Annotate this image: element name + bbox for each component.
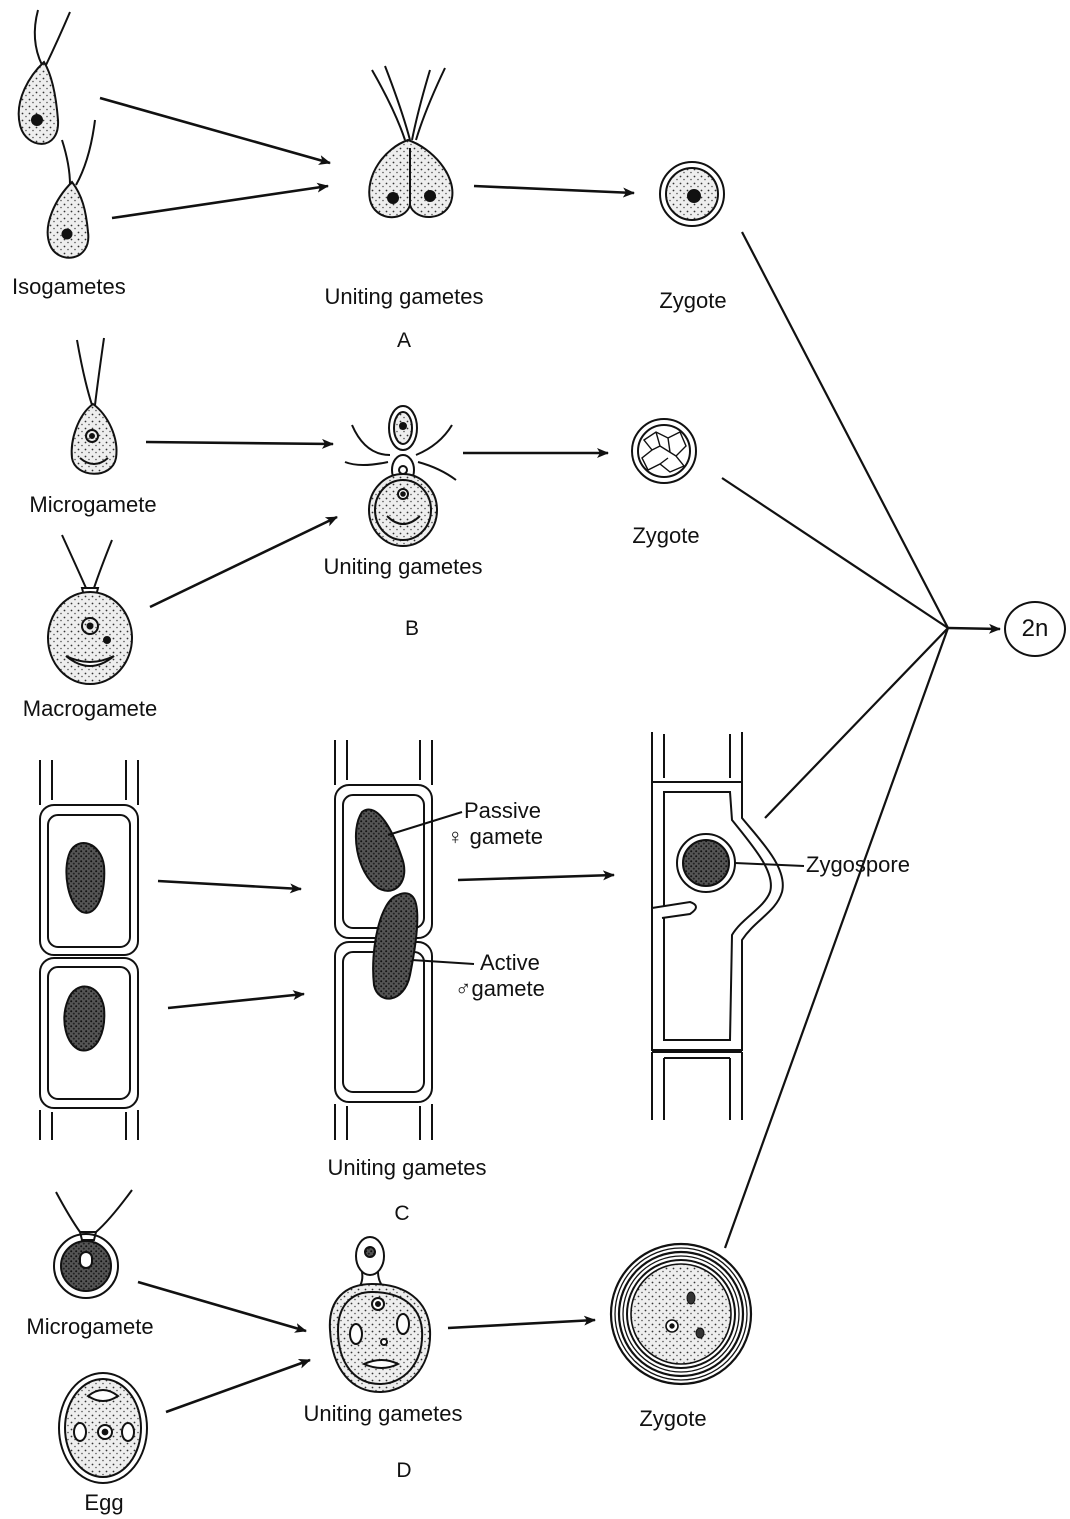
zygote-d [611,1244,751,1384]
diploid-result: 2n [1004,601,1066,657]
arrow-a2 [112,186,328,218]
egg-d [59,1373,147,1483]
label-zygote-a: Zygote [659,290,726,312]
label-zygote-d: Zygote [639,1408,706,1430]
arrow-d2 [166,1360,310,1412]
filament-conjugating [335,740,474,1140]
panel-letter-d: D [396,1460,411,1481]
label-isogametes: Isogametes [12,276,126,298]
label-microgamete-b: Microgamete [29,494,156,516]
label-macrogamete-b: Macrogamete [23,698,158,720]
arrow-a1 [100,98,330,163]
macrogamete-b [48,535,132,684]
label-uniting-gametes-d: Uniting gametes [304,1403,463,1425]
filament-zygospore [652,732,804,1120]
line-b-to-2n [722,478,948,628]
filament-left [40,760,138,1140]
panel-letter-b: B [405,618,419,639]
label-zygote-b: Zygote [632,525,699,547]
label-uniting-gametes-a: Uniting gametes [325,286,484,308]
zygote-a [660,162,724,226]
label-zygospore: Zygospore [806,854,910,876]
arrow-d3 [448,1320,595,1328]
isogamete-top [19,10,70,144]
uniting-gametes-d [330,1237,430,1392]
arrow-c2 [168,994,304,1008]
panel-letter-c: C [394,1203,409,1224]
arrow-a3 [474,186,634,193]
arrow-b2 [150,517,337,607]
line-a-to-2n [742,232,948,628]
arrow-c1 [158,881,301,889]
arrow-b1 [146,442,333,444]
arrow-to-2n [948,628,1000,629]
arrow-c3 [458,875,614,880]
zygote-b [632,419,696,483]
label-passive-line1: Passive [464,800,541,822]
line-c-to-2n [765,628,948,818]
label-passive-line2: ♀ gamete [447,826,543,848]
label-egg-d: Egg [84,1492,123,1514]
microgamete-d [54,1190,132,1298]
panel-letter-a: A [397,330,411,351]
microgamete-b [72,338,117,474]
uniting-gametes-b [345,406,456,546]
isogamete-bottom [48,120,95,258]
label-active-line2: ♂gamete [455,978,545,1000]
label-uniting-gametes-b: Uniting gametes [324,556,483,578]
label-microgamete-d: Microgamete [26,1316,153,1338]
label-uniting-gametes-c: Uniting gametes [328,1157,487,1179]
uniting-isogametes [369,66,452,217]
line-d-to-2n [725,628,948,1248]
label-active-line1: Active [480,952,540,974]
arrow-d1 [138,1282,306,1331]
